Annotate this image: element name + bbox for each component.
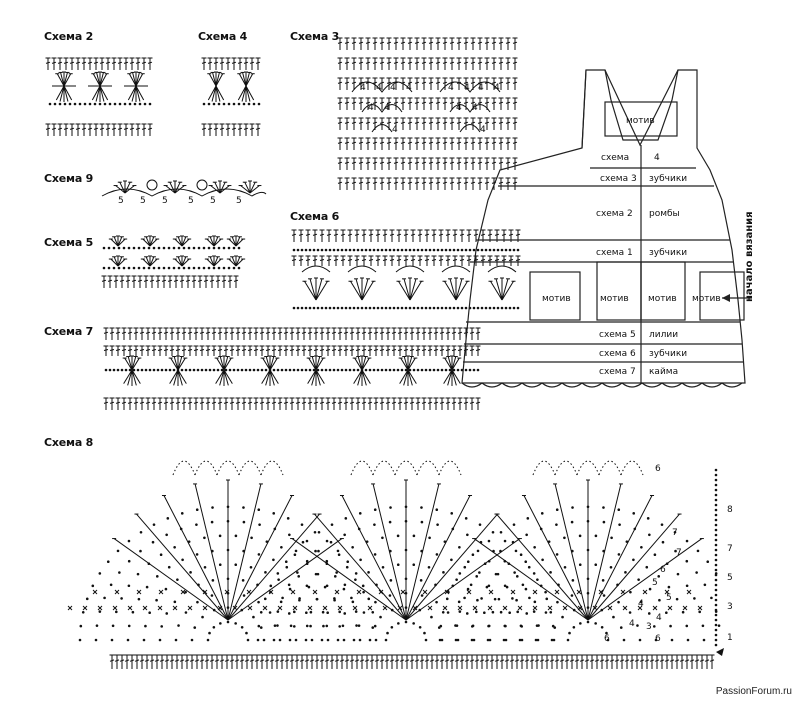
scalloped-hem — [461, 382, 743, 388]
schema9-count: 5 — [188, 196, 194, 206]
schema-2-label: Схема 2 — [44, 30, 94, 43]
garment-outline — [461, 69, 746, 384]
row-2-right: ромбы — [649, 209, 680, 219]
motif-2: мотив — [600, 294, 629, 304]
schema3-count: 4 — [494, 83, 500, 93]
schema-8-label: Схема 8 — [44, 436, 94, 449]
row-5-left: схема 6 — [599, 349, 636, 359]
schema3-count: 4 — [392, 125, 398, 135]
schema3-count: 4 — [472, 103, 478, 113]
schema9-count: 5 — [210, 196, 216, 206]
schema9-count: 5 — [162, 196, 168, 206]
schema3-count: 4 — [384, 103, 390, 113]
schema8-row-number: 8 — [727, 505, 733, 515]
schema3-count: 4 — [456, 103, 462, 113]
schema8-inner-number: 7 — [676, 548, 682, 558]
schema-6 — [291, 229, 521, 310]
watermark: PassionForum.ru — [715, 686, 792, 697]
top-motif-label: мотив — [626, 116, 655, 126]
schema8-inner-number: 5 — [652, 578, 658, 588]
schema8-row-number: 3 — [727, 602, 733, 612]
top-motif-box — [604, 101, 678, 137]
schema-5 — [101, 235, 246, 288]
schema8-inner-number: 6 — [604, 634, 610, 644]
schema8-inner-number: 4 — [656, 613, 662, 623]
schema8-inner-number: 7 — [672, 528, 678, 538]
schema8-inner-number: 6 — [655, 634, 661, 644]
motif-3: мотив — [648, 294, 677, 304]
row-2-left: схема 2 — [596, 209, 633, 219]
schema9-count: 5 — [118, 196, 124, 206]
schema-7-label: Схема 7 — [44, 325, 94, 338]
schema8-row-number: 7 — [727, 544, 733, 554]
neck-line — [604, 69, 679, 147]
schema-9-label: Схема 9 — [44, 172, 94, 185]
row-4-left: схема 5 — [599, 330, 636, 340]
row-6-left: схема 7 — [599, 367, 636, 377]
schema8-inner-number: 5 — [666, 593, 672, 603]
schema8-inner-number: 4 — [638, 599, 644, 609]
schema-7 — [103, 327, 481, 410]
row-6-right: кайма — [649, 367, 678, 377]
schema3-count: 4 — [376, 83, 382, 93]
schema3-count: 4 — [464, 83, 470, 93]
row-1-left: схема 3 — [600, 174, 637, 184]
schema-2 — [45, 57, 153, 136]
schema8-inner-number: 4 — [629, 619, 635, 629]
motif-4: мотив — [692, 294, 721, 304]
motif-1: мотив — [542, 294, 571, 304]
schema8-inner-number: 3 — [646, 622, 652, 632]
schema9-count: 5 — [140, 196, 146, 206]
row-3-right: зубчики — [649, 248, 687, 258]
row-schema4-num: 4 — [654, 153, 660, 163]
schema3-count: 4 — [406, 83, 412, 93]
schema-4 — [201, 57, 261, 136]
schema8-inner-number: 6 — [655, 464, 661, 474]
schema3-count: 4 — [448, 83, 454, 93]
schema3-count: 4 — [480, 125, 486, 135]
schema8-inner-number: 6 — [660, 565, 666, 575]
schema-4-label: Схема 4 — [198, 30, 248, 43]
schema3-count: 4 — [390, 83, 396, 93]
schema-9: 5 5 5 5 5 5 — [101, 179, 267, 206]
row-schema4-label: схема — [601, 153, 629, 163]
schema8-row-number: 5 — [727, 573, 733, 583]
schema3-count: 4 — [478, 83, 484, 93]
schema8-row-number: 1 — [727, 633, 733, 643]
schema3-count: 4 — [360, 83, 366, 93]
schema-6-label: Схема 6 — [290, 210, 340, 223]
schema-3-label: Схема 3 — [290, 30, 340, 43]
row-5-right: зубчики — [649, 349, 687, 359]
start-label: начало вязания — [744, 211, 755, 302]
schema9-count: 5 — [236, 196, 242, 206]
row-1-right: зубчики — [649, 174, 687, 184]
row-4-right: лилии — [649, 330, 678, 340]
schema3-count: 4 — [368, 103, 374, 113]
schema-5-label: Схема 5 — [44, 236, 94, 249]
row-3-left: схема 1 — [596, 248, 633, 258]
